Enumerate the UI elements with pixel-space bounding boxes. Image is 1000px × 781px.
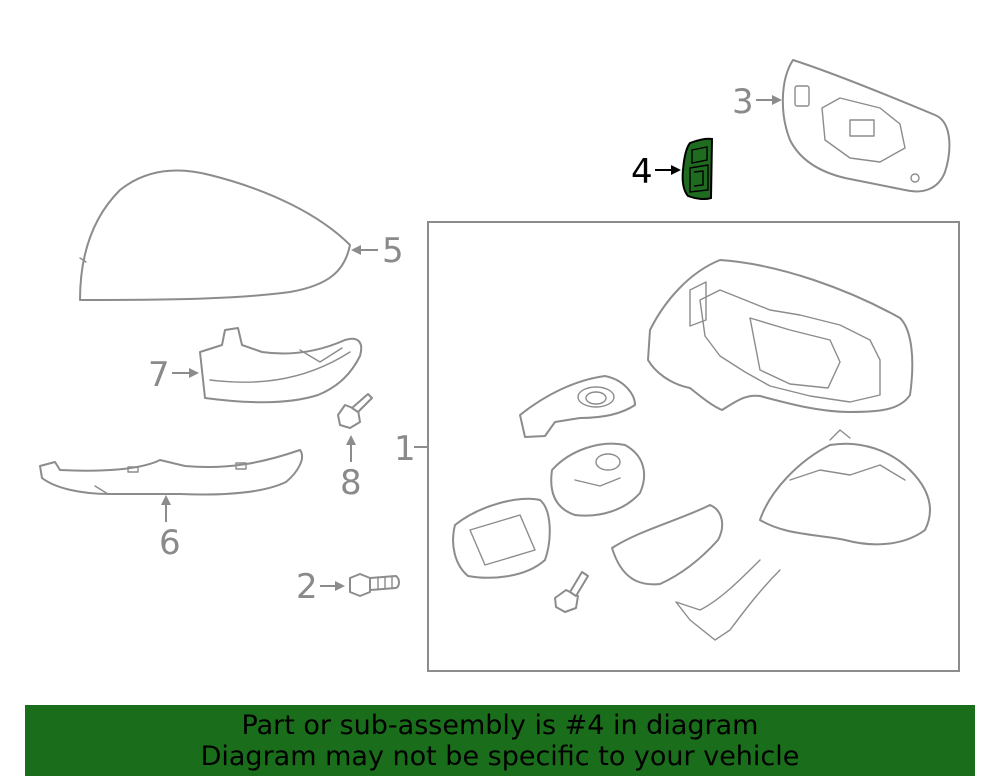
part-1-assembly-housing: [647, 259, 914, 413]
callout-2-arrow: [320, 581, 345, 591]
callout-2: 2: [296, 567, 318, 607]
part-3-mirror-glass[interactable]: [781, 59, 951, 193]
part-5-mirror-cover[interactable]: [79, 169, 351, 301]
part-8-screw[interactable]: [337, 393, 373, 429]
callout-6-arrow: [161, 495, 171, 522]
banner-line-2: Diagram may not be specific to your vehi…: [200, 740, 800, 772]
callout-4-arrow: [655, 165, 681, 175]
callout-8: 8: [340, 463, 362, 503]
part-1-assembly-harness: [675, 429, 931, 641]
callout-1: 1: [394, 429, 416, 469]
part-1-assembly-bracket: [519, 375, 636, 438]
callout-7: 7: [148, 355, 170, 395]
callout-6: 6: [159, 523, 181, 563]
callout-8-arrow: [346, 435, 356, 462]
part-1-assembly-screw: [554, 571, 589, 613]
callout-5: 5: [382, 231, 404, 271]
banner-line-1: Part or sub-assembly is #4 in diagram: [241, 709, 759, 741]
part-2-bolt[interactable]: [349, 573, 400, 597]
part-1-assembly-cover-piece: [611, 504, 724, 586]
notice-banner: Part or sub-assembly is #4 in diagram Di…: [25, 705, 975, 776]
callout-4: 4: [631, 152, 653, 192]
part-7-turn-signal[interactable]: [199, 327, 363, 404]
callout-3: 3: [732, 82, 754, 122]
callout-3-arrow: [756, 95, 782, 105]
callout-5-arrow: [351, 245, 378, 255]
part-1-assembly-actuator: [550, 442, 646, 517]
callout-7-arrow: [172, 368, 199, 378]
part-6-lower-cover[interactable]: [39, 449, 304, 496]
part-1-assembly-plate: [452, 497, 551, 579]
part-4-highlighted[interactable]: [681, 137, 714, 201]
